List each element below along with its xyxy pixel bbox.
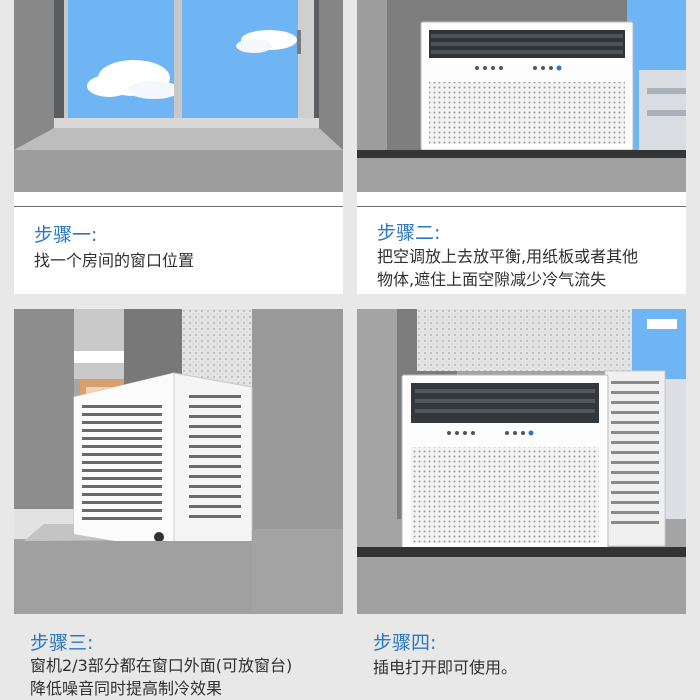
illustration-empty-window bbox=[14, 0, 343, 192]
step-description-line: 物体,遮住上面空隙减少冷气流失 bbox=[377, 270, 607, 289]
step-title: 步骤一: bbox=[34, 224, 98, 246]
step-description-line: 窗机2/3部分都在窗口外面(可放窗台) bbox=[30, 656, 293, 675]
step-description: 把空调放上去放平衡,用纸板或者其他 物体,遮住上面空隙减少冷气流失 bbox=[377, 245, 680, 291]
step-description-line: 找一个房间的窗口位置 bbox=[34, 251, 195, 270]
step-card-4 bbox=[357, 309, 686, 614]
illustration-unit-installed bbox=[357, 309, 686, 614]
step-card-3 bbox=[14, 309, 343, 614]
step-description: 窗机2/3部分都在窗口外面(可放窗台) 降低噪音同时提高制冷效果 bbox=[30, 654, 350, 700]
illustration-unit-side-view bbox=[14, 309, 343, 614]
step-description-line: 降低噪音同时提高制冷效果 bbox=[30, 679, 223, 698]
step-title: 步骤四: bbox=[373, 632, 437, 654]
step-card-2: 步骤二: 把空调放上去放平衡,用纸板或者其他 物体,遮住上面空隙减少冷气流失 bbox=[357, 0, 686, 294]
step-title: 步骤二: bbox=[377, 222, 441, 244]
step-description-line: 把空调放上去放平衡,用纸板或者其他 bbox=[377, 247, 639, 266]
step-card-1: 步骤一: 找一个房间的窗口位置 bbox=[14, 0, 343, 294]
step-title: 步骤三: bbox=[30, 632, 94, 654]
step-description: 插电打开即可使用。 bbox=[373, 656, 693, 679]
step-description: 找一个房间的窗口位置 bbox=[34, 249, 337, 272]
illustration-unit-in-window bbox=[357, 0, 686, 192]
step-description-line: 插电打开即可使用。 bbox=[373, 658, 518, 677]
